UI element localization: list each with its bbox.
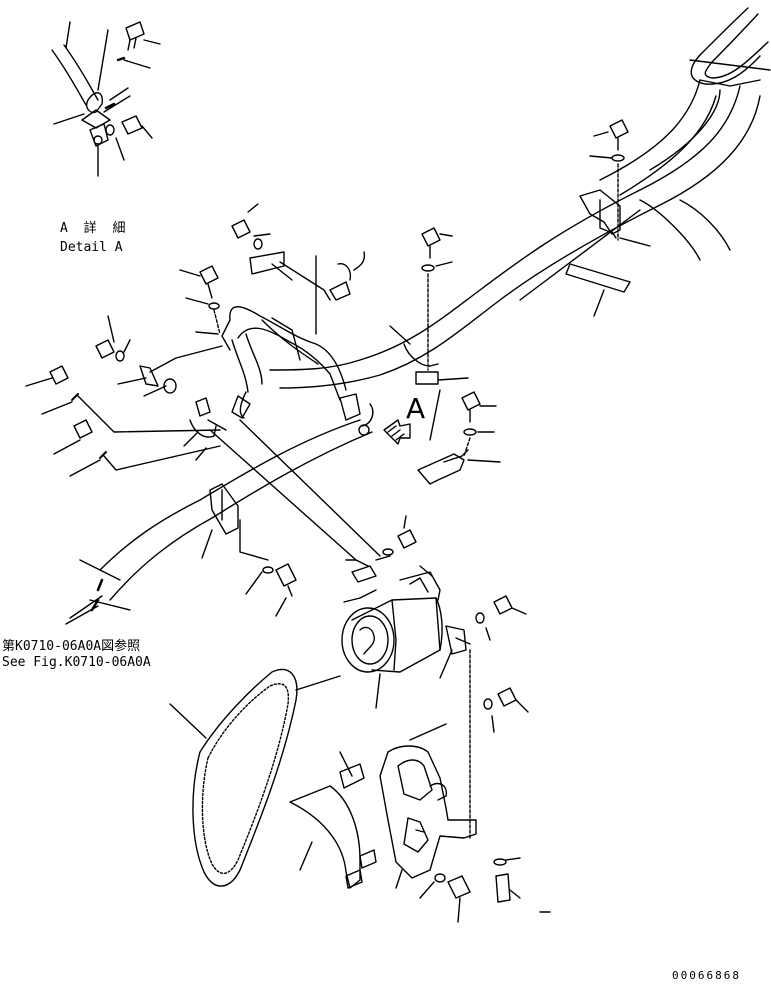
left-fittings [25, 265, 374, 477]
center-clamps [231, 203, 469, 441]
compressor [341, 559, 443, 709]
reference-figure-jp: 第K0710-06A0A図参照 [2, 639, 141, 654]
v-belt [169, 668, 341, 887]
drawing-number: 00066868 [672, 969, 741, 982]
right-bracket [209, 391, 501, 561]
detail-a-title-en: Detail A [60, 240, 123, 255]
reference-figure-en: See Fig.K0710-06A0A [2, 655, 151, 670]
callout-a-letter: A [406, 392, 426, 425]
callout-arrow [383, 419, 411, 445]
detail-a-title-jp: A 詳 細 [60, 221, 130, 236]
lower-hoses [65, 419, 373, 625]
upper-hoses [269, 7, 771, 389]
detail-a-group [51, 21, 161, 177]
lower-brackets [289, 723, 551, 923]
compressor-mounting [439, 595, 529, 841]
